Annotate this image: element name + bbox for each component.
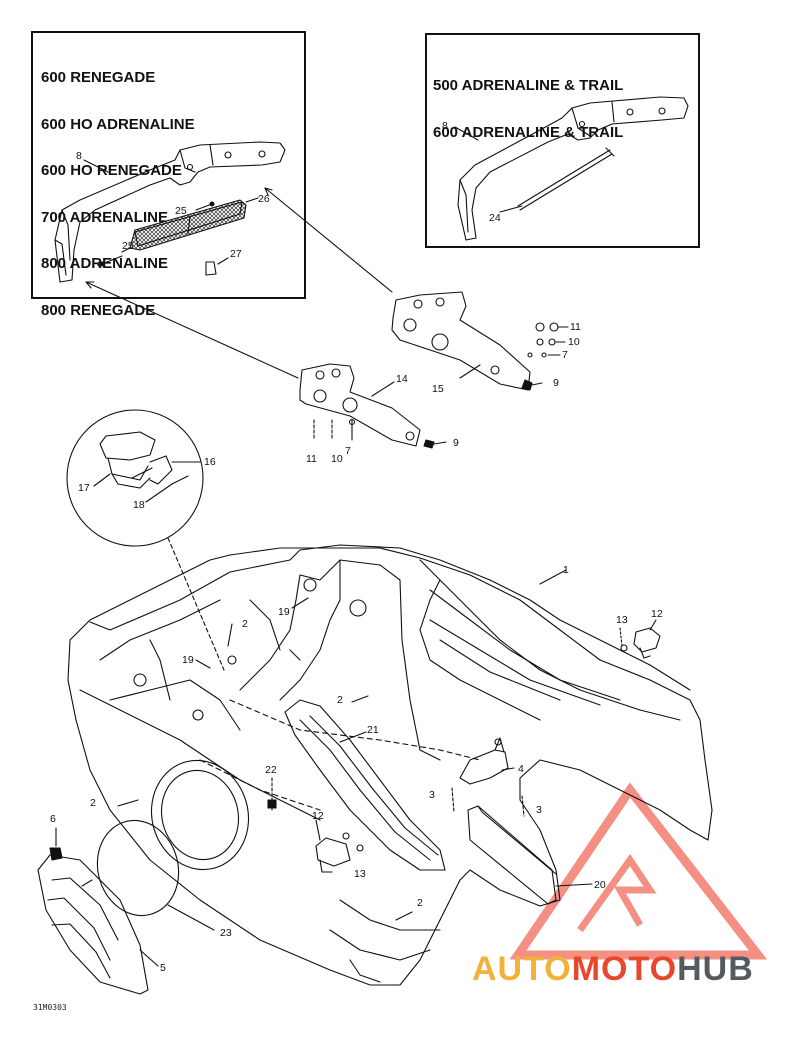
callout-16: 16 <box>204 456 216 468</box>
callout-22: 22 <box>265 764 277 776</box>
watermark-text-moto: MOTO <box>571 950 678 988</box>
watermark-triangle <box>509 782 768 960</box>
callout-8: 8 <box>76 150 82 162</box>
callout-3: 3 <box>429 789 435 801</box>
rail-part-21 <box>284 699 446 871</box>
clip-part-27 <box>205 261 217 276</box>
bracket-part-14 <box>299 363 421 447</box>
bracket-part-4 <box>459 737 509 785</box>
screw <box>117 799 139 807</box>
callout-11: 11 <box>306 453 317 465</box>
hinge-detail <box>99 431 173 489</box>
model-label: 600 HO RENEGADE <box>41 162 182 179</box>
callout-25: 25 <box>122 240 134 252</box>
screw <box>195 203 213 211</box>
callout-7: 7 <box>345 445 351 457</box>
callout-4: 4 <box>518 763 524 775</box>
callout-1: 1 <box>563 564 569 576</box>
screw <box>395 911 413 921</box>
model-label: 800 RENEGADE <box>41 301 156 319</box>
grille-mesh-part-26 <box>129 199 247 251</box>
callout-9: 9 <box>453 437 459 449</box>
drawing-code: 31M0303 <box>33 1003 67 1012</box>
callout-15: 15 <box>432 383 444 395</box>
screw <box>101 255 123 265</box>
model-label: 500 ADRENALINE & TRAIL <box>433 77 624 94</box>
callout-12: 12 <box>651 608 663 620</box>
bracket-part-15 <box>391 291 531 391</box>
bottom-pan-part-1 <box>67 544 713 986</box>
watermark-logo: AUTOMOTOHUB <box>472 950 754 989</box>
cover-part-23 <box>96 819 180 917</box>
callout-9: 9 <box>553 377 559 389</box>
model-label: 600 RENEGADE <box>41 69 156 86</box>
callout-21: 21 <box>367 724 379 736</box>
callout-2: 2 <box>90 797 96 809</box>
left-model-list: 600 RENEGADE 600 HO ADRENALINE 600 HO RE… <box>41 39 195 349</box>
callout-5: 5 <box>160 962 166 974</box>
bumper-part-8-left <box>54 141 286 283</box>
rod-part-24 <box>517 147 615 211</box>
callout-6: 6 <box>50 813 56 825</box>
right-model-list: 500 ADRENALINE & TRAIL 600 ADRENALINE & … <box>433 47 623 171</box>
bumper-part-8-right <box>457 96 689 241</box>
callout-10: 10 <box>568 336 580 348</box>
callout-14: 14 <box>396 373 408 385</box>
callout-26: 26 <box>258 193 270 205</box>
callout-3: 3 <box>536 804 542 816</box>
model-label: 600 HO ADRENALINE <box>41 115 195 133</box>
watermark-text-hub: HUB <box>677 950 754 988</box>
callout-11: 11 <box>570 321 581 333</box>
callout-13: 13 <box>354 868 366 880</box>
callout-18: 18 <box>133 499 145 511</box>
right-model-box <box>425 33 700 248</box>
screw <box>227 623 233 647</box>
detail-circle <box>66 409 204 547</box>
clip-part-12-right <box>633 627 661 659</box>
callout-25: 25 <box>175 205 187 217</box>
leader-line <box>83 159 109 173</box>
pad-part-20 <box>467 805 557 905</box>
callout-2: 2 <box>417 897 423 909</box>
screw <box>351 695 369 703</box>
callout-19: 19 <box>278 606 290 618</box>
callout-8: 8 <box>442 120 448 132</box>
watermark-text-auto: AUTO <box>472 950 572 988</box>
callout-20: 20 <box>594 879 606 891</box>
model-label: 800 ADRENALINE <box>41 255 168 272</box>
callout-17: 17 <box>78 482 90 494</box>
assembly-arrows <box>85 187 393 379</box>
callout-12: 12 <box>312 810 324 822</box>
callout-2: 2 <box>242 618 248 630</box>
callout-13: 13 <box>616 614 628 626</box>
clip-part-12-lower <box>315 837 351 873</box>
callout-27: 27 <box>230 248 242 260</box>
callout-10: 10 <box>331 453 343 465</box>
vent-panel-part-5 <box>37 854 149 995</box>
callout-19: 19 <box>182 654 194 666</box>
callout-2: 2 <box>337 694 343 706</box>
callout-24: 24 <box>489 212 501 224</box>
callout-7: 7 <box>562 349 568 361</box>
callout-23: 23 <box>220 927 232 939</box>
